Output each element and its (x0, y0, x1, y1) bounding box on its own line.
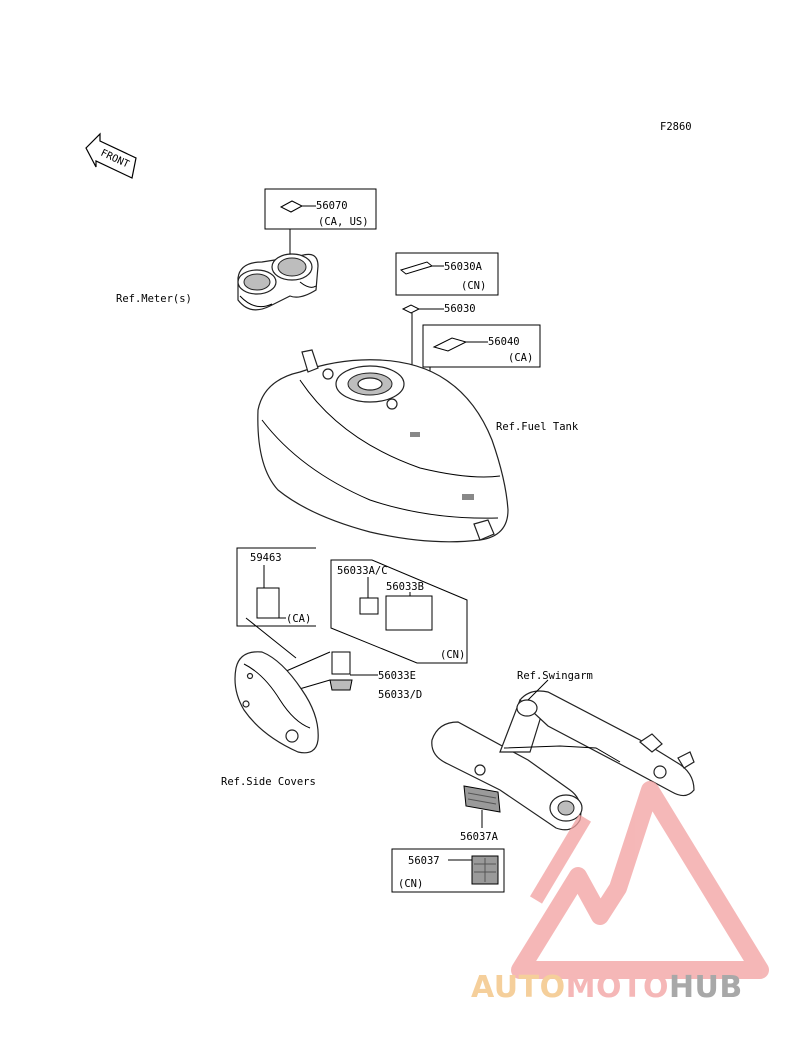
figure-code: F2860 (660, 121, 692, 133)
part-56033-note: (CN) (440, 649, 465, 661)
part-56037-note: (CN) (398, 878, 423, 890)
watermark-moto: MOTO (566, 970, 669, 1005)
label-59463-callout: 59463 (CA) (236, 547, 316, 627)
automotohub-watermark: AUTOMOTOHUB (471, 781, 769, 1005)
side-cover (234, 651, 319, 754)
part-56033D: 56033/D (378, 689, 422, 701)
part-56033AC: 56033A/C (337, 565, 388, 577)
label-56033E-callout: 56033E 56033/D (245, 617, 422, 701)
label-56040-callout: 56040 (CA) (422, 324, 541, 390)
part-56030: 56030 (444, 303, 476, 315)
part-56033B: 56033B (386, 581, 424, 593)
part-56033E: 56033E (378, 670, 416, 682)
ref-side-covers-label: Ref.Side Covers (221, 776, 316, 788)
part-56037: 56037 (408, 855, 440, 867)
ref-swingarm-label: Ref.Swingarm (517, 670, 593, 682)
part-56040: 56040 (488, 336, 520, 348)
label-56037A-callout: 56037A (460, 785, 501, 843)
swingarm (431, 690, 695, 831)
watermark-auto: AUTO (471, 970, 566, 1005)
watermark-text: AUTOMOTOHUB (471, 970, 743, 1005)
triangle-logo-icon (511, 781, 769, 979)
label-56070-callout: 56070 (CA, US) (264, 188, 377, 254)
part-56030A-note: (CN) (461, 280, 486, 292)
front-arrow-icon: FRONT (85, 132, 137, 179)
watermark-hub: HUB (669, 970, 743, 1005)
part-56040-note: (CA) (508, 352, 533, 364)
label-56033-callout: 56033A/C 56033B (CN) (330, 559, 468, 664)
part-56030A: 56030A (444, 261, 483, 273)
part-56070: 56070 (316, 200, 348, 212)
label-56030-callout: 56030 (401, 303, 476, 375)
fuel-tank (257, 349, 509, 543)
label-56037-callout: 56037 (CN) (391, 848, 505, 893)
part-56070-note: (CA, US) (318, 216, 369, 228)
ref-meter-label: Ref.Meter(s) (116, 293, 192, 305)
label-56030A-callout: 56030A (CN) (395, 252, 499, 296)
meter-assembly (237, 253, 319, 311)
part-59463: 59463 (250, 552, 282, 564)
part-56037A: 56037A (460, 831, 499, 843)
part-59463-note: (CA) (286, 613, 311, 625)
ref-fuel-tank-label: Ref.Fuel Tank (496, 421, 579, 433)
